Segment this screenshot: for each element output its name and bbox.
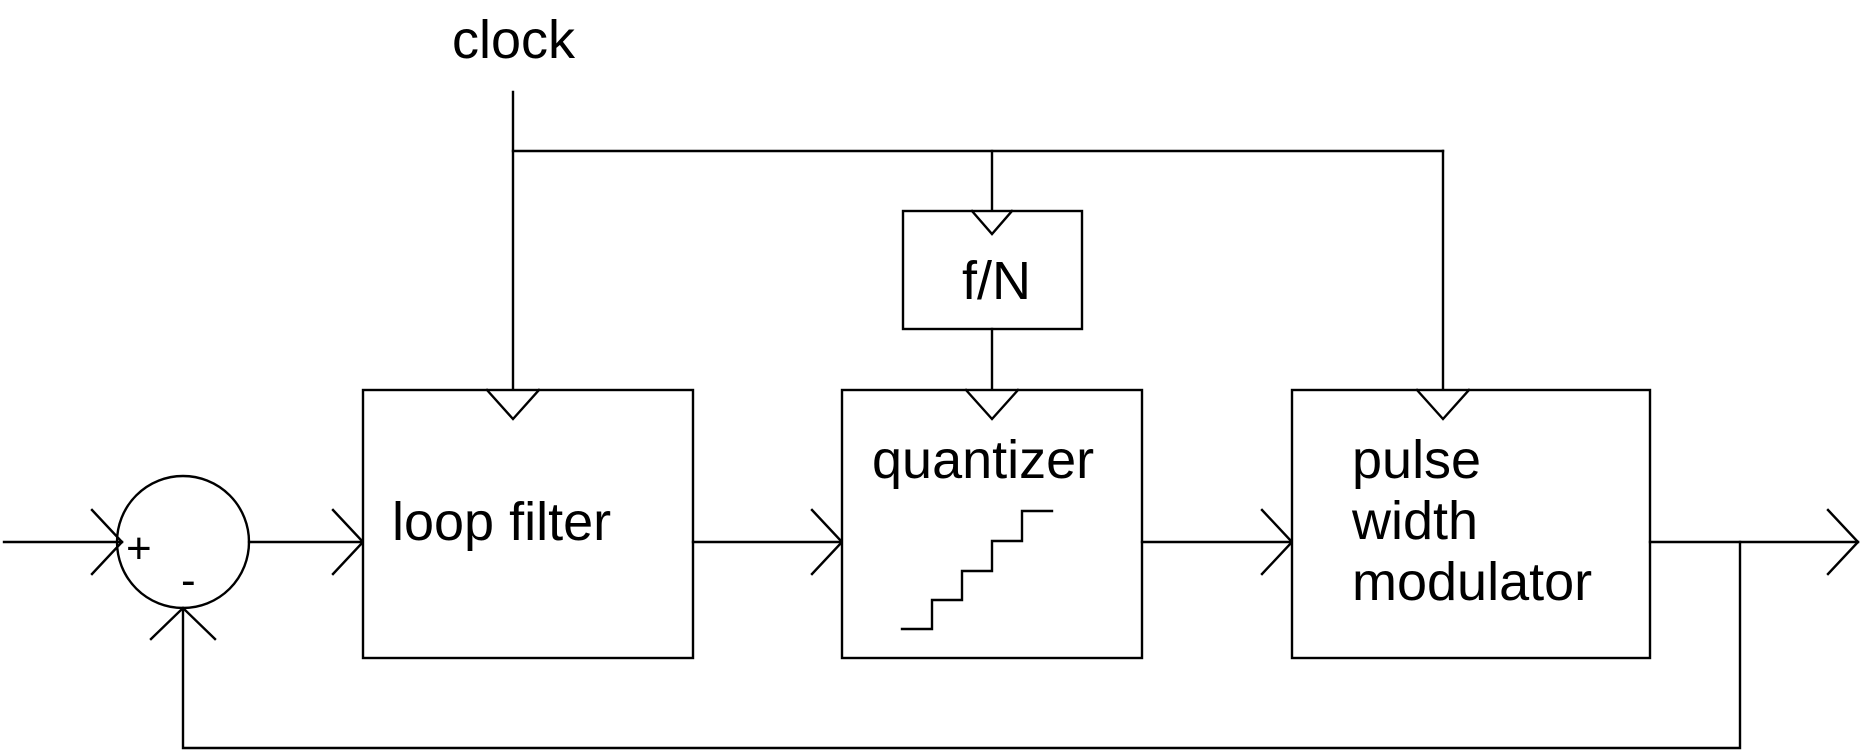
loop-filter-box — [361, 388, 695, 660]
summer-plus-sign: + — [126, 524, 152, 573]
divider-clock-input-icon — [970, 209, 1014, 236]
divider-block: f/N — [901, 209, 1084, 331]
divider-label: f/N — [962, 251, 1031, 311]
pwm-clock-input-icon — [1415, 388, 1471, 421]
loop-filter-clock-input-icon — [485, 388, 541, 421]
summing-junction: + - — [115, 474, 251, 610]
feedback-path-line — [181, 540, 1742, 750]
divider-box — [901, 209, 1084, 331]
staircase-icon — [900, 509, 1054, 631]
clock-label: clock — [452, 10, 576, 70]
pwm-label-line-3: modulator — [1352, 552, 1592, 612]
quantizer-box — [840, 388, 1144, 660]
pwm-label-line-1: pulse — [1352, 430, 1481, 490]
clock-network: clock — [452, 10, 1445, 392]
pwm-box — [1290, 388, 1652, 660]
loop-filter-block: loop filter — [361, 388, 695, 660]
quantizer-label: quantizer — [872, 430, 1094, 490]
pwm-block: pulse width modulator — [1290, 388, 1652, 660]
pwm-label-line-2: width — [1351, 491, 1478, 551]
output-arrowhead-icon — [1826, 508, 1860, 576]
feedback-arrowhead-icon — [149, 606, 217, 641]
input-arrowhead-icon — [90, 508, 124, 576]
loop-filter-label: loop filter — [392, 492, 611, 552]
quantizer-block: quantizer — [840, 388, 1144, 660]
summer-minus-sign: - — [181, 556, 196, 605]
quantizer-clock-input-icon — [964, 388, 1020, 421]
